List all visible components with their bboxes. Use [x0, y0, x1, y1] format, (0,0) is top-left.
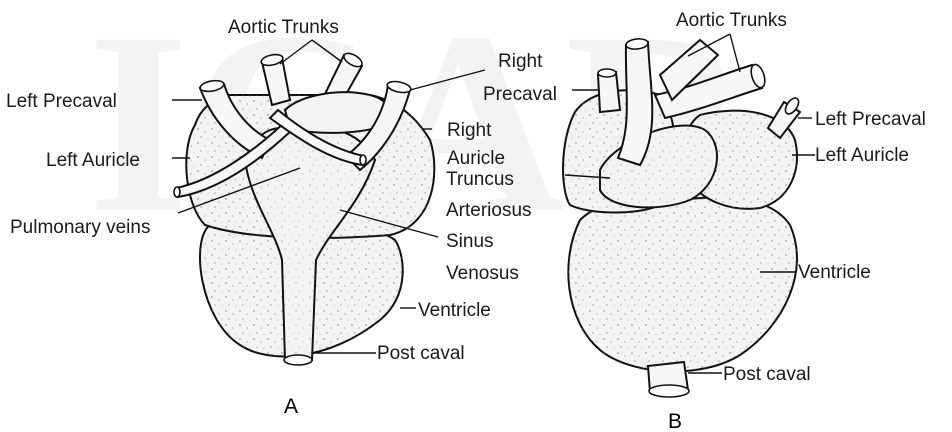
label-ventricle-b: Ventricle [798, 262, 871, 283]
label-left-precaval-a: Left Precaval [6, 91, 117, 112]
caption-b: B [668, 410, 682, 432]
post-caval-opening-b [649, 385, 689, 397]
heart-b [563, 38, 801, 397]
label-sinus-1-a: Sinus [446, 231, 494, 252]
caption-a: A [284, 395, 298, 418]
label-left-precaval-b: Left Precaval [815, 109, 926, 130]
label-precaval-a: Precaval [483, 84, 557, 105]
label-aortic-trunks-b: Aortic Trunks [676, 10, 787, 31]
post-caval-opening-a [284, 355, 312, 365]
label-right-a: Right [498, 51, 543, 72]
label-left-auricle-a: Left Auricle [46, 150, 140, 171]
label-post-caval-b: Post caval [723, 364, 811, 385]
heart-a [174, 51, 434, 365]
label-left-auricle-b: Left Auricle [815, 145, 909, 166]
label-right-auricle-2-a: Auricle [447, 148, 505, 169]
label-right-auricle-1-a: Right [447, 120, 492, 141]
label-aortic-trunks-a: Aortic Trunks [228, 17, 339, 38]
label-post-caval-a: Post caval [377, 343, 465, 364]
label-ventricle-a: Ventricle [418, 300, 491, 321]
label-pulmonary-veins-a: Pulmonary veins [10, 217, 150, 238]
label-truncus-1-a: Truncus [446, 169, 514, 190]
label-truncus-2-a: Arteriosus [446, 200, 532, 221]
label-sinus-2-a: Venosus [446, 263, 519, 284]
right-precaval-b [598, 72, 620, 112]
